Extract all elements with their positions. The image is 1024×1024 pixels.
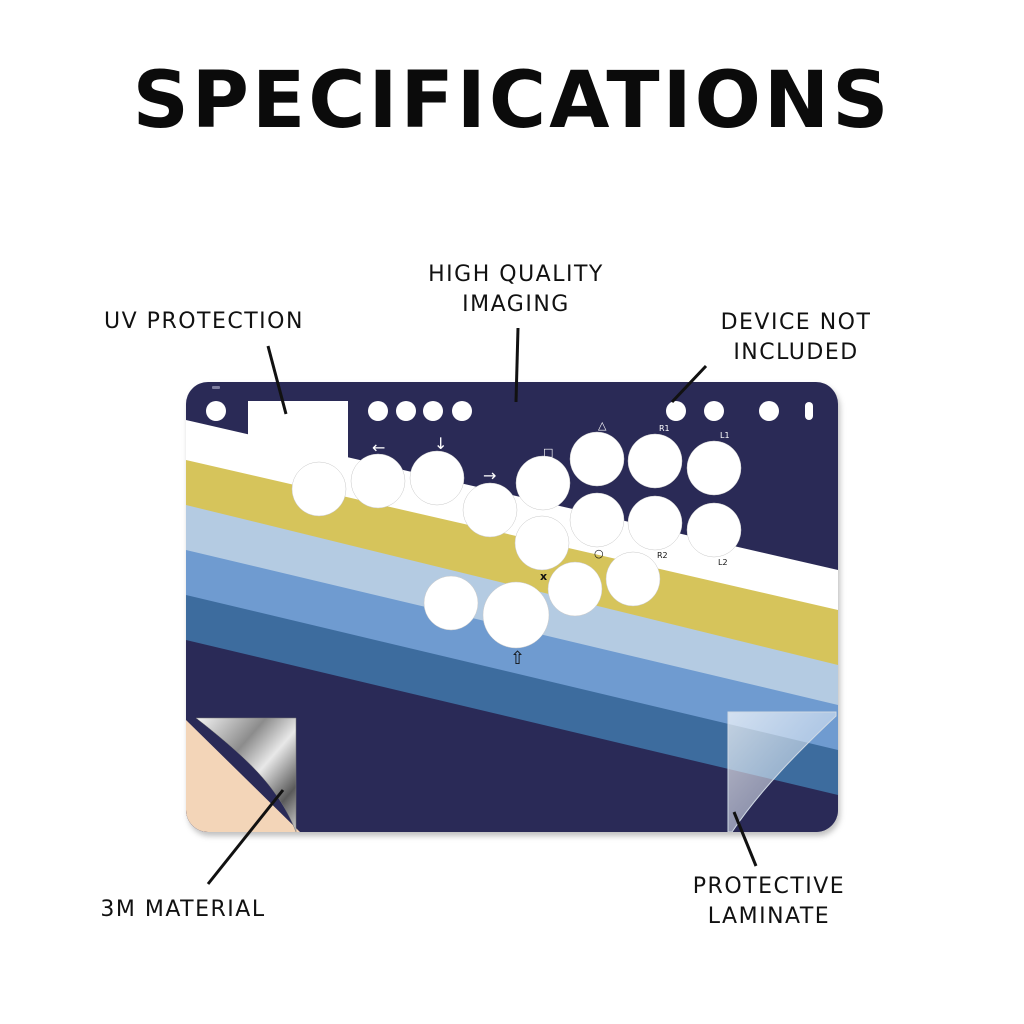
cross-mark: x [540, 570, 547, 583]
down-arrow-mark: ↓ [434, 434, 447, 453]
button-hole-l2 [686, 502, 742, 558]
3m-material-label: 3M MATERIAL [72, 895, 294, 925]
clear-laminate-curl [727, 711, 837, 832]
uv-callout-line [266, 345, 288, 415]
stripe-artwork [186, 401, 838, 832]
material-line-1: 3M MATERIAL [100, 897, 266, 922]
device-line-2: INCLUDED [733, 340, 859, 365]
steel-blue-stripe [186, 595, 838, 800]
small-holes [206, 386, 813, 421]
high-quality-imaging-label: HIGH QUALITY IMAGING [406, 260, 626, 320]
up-arrow-mark: ⇧ [510, 648, 525, 669]
hole [396, 401, 416, 421]
button-hole-left-extra [291, 461, 347, 517]
r1-mark: R1 [659, 424, 670, 433]
button-hole-up [482, 581, 550, 649]
device-line-1: DEVICE NOT [720, 310, 872, 335]
laminate-line-1: PROTECTIVE [692, 874, 846, 899]
button-hole-triangle [569, 431, 625, 487]
callout-lines [206, 327, 758, 885]
square-mark: □ [543, 446, 553, 459]
button-hole-low-left [423, 575, 479, 631]
hole [423, 401, 443, 421]
hole [452, 401, 472, 421]
slot-hole [805, 402, 813, 420]
imaging-callout-line [514, 327, 520, 403]
r2-mark: R2 [657, 551, 668, 560]
screen-cutout [248, 401, 348, 463]
imaging-line-2: IMAGING [462, 292, 570, 317]
button-hole-r2 [627, 495, 683, 551]
laminate-line-2: LAMINATE [707, 904, 831, 929]
page-title: SPECIFICATIONS [132, 56, 892, 146]
button-hole-left [350, 453, 406, 509]
uv-protection-line-1: UV PROTECTION [104, 309, 304, 334]
device-not-included-label: DEVICE NOT INCLUDED [698, 308, 894, 368]
right-arrow-mark: → [483, 466, 496, 485]
button-hole-r1 [627, 433, 683, 489]
device-callout-line [670, 364, 708, 404]
button-hole-mid [547, 561, 603, 617]
button-hole-circle [569, 492, 625, 548]
laminate-callout-line [732, 811, 758, 867]
silver-peel-curl [195, 717, 297, 832]
hole [666, 401, 686, 421]
button-hole-l1 [686, 440, 742, 496]
imaging-line-1: HIGH QUALITY [428, 262, 604, 287]
button-hole-right [462, 482, 518, 538]
hole [368, 401, 388, 421]
left-arrow-mark: ← [372, 438, 385, 457]
l2-mark: L2 [718, 558, 728, 567]
button-holes [291, 431, 742, 649]
button-symbols: ← ↓ → □ △ R1 L1 ○ R2 L2 x ⇧ [372, 419, 730, 669]
uv-protection-label: UV PROTECTION [86, 307, 322, 337]
button-hole-square [515, 455, 571, 511]
hole [206, 401, 226, 421]
triangle-mark: △ [598, 419, 607, 432]
button-hole-right-low [605, 551, 661, 607]
hole [759, 401, 779, 421]
hole [704, 401, 724, 421]
protective-laminate-label: PROTECTIVE LAMINATE [664, 872, 874, 932]
material-callout-line [206, 789, 285, 885]
button-hole-cross [514, 515, 570, 571]
circle-mark: ○ [594, 547, 604, 560]
button-hole-down [409, 450, 465, 506]
l1-mark: L1 [720, 431, 730, 440]
